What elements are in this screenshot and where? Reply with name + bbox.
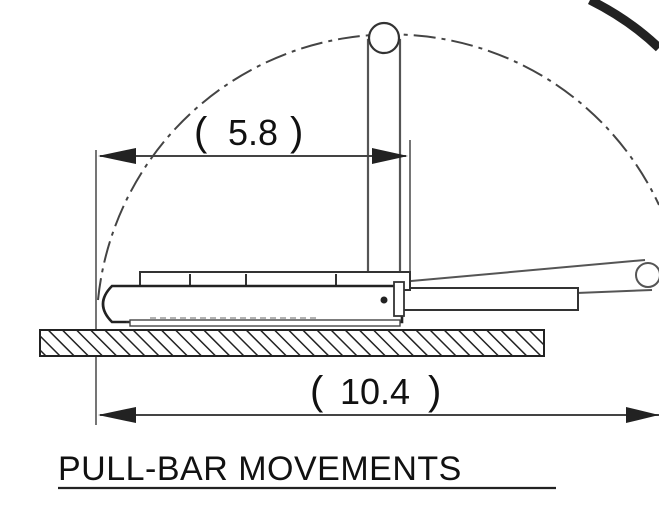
dimension-upper-value: 5.8 bbox=[228, 112, 278, 153]
pull-bar-knob bbox=[367, 21, 401, 55]
swing-arc bbox=[97, 33, 659, 301]
dimension-lower-value: 10.4 bbox=[340, 371, 410, 412]
svg-text:): ) bbox=[290, 110, 303, 154]
dimension-lower: ( 10.4 ) bbox=[98, 369, 659, 423]
seat-base bbox=[101, 271, 411, 327]
svg-text:(: ( bbox=[194, 110, 208, 154]
caption-group: PULL-BAR MOVEMENTS bbox=[58, 450, 556, 490]
floor-hatch bbox=[39, 329, 545, 357]
pull-bar-vertical bbox=[366, 38, 402, 304]
diagram-caption: PULL-BAR MOVEMENTS bbox=[58, 450, 462, 488]
upper-swing-arc bbox=[587, 0, 659, 52]
svg-text:(: ( bbox=[310, 369, 324, 413]
svg-text:): ) bbox=[428, 369, 441, 413]
dimension-upper: ( 5.8 ) bbox=[98, 110, 408, 164]
pull-bar-arm bbox=[399, 259, 659, 311]
